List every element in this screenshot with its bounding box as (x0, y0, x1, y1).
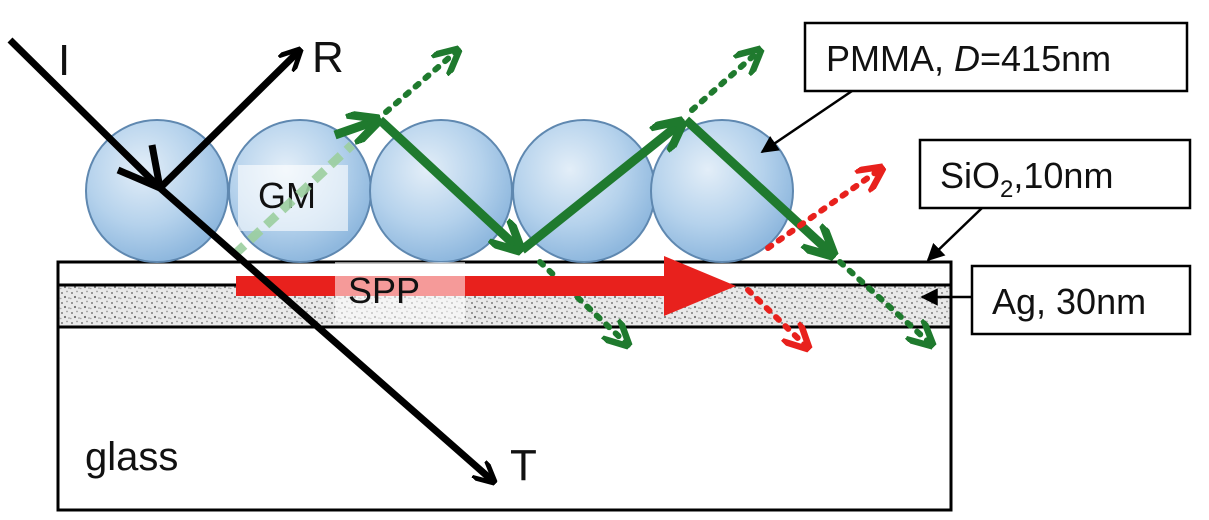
sphere (650, 119, 794, 263)
leaky-spp-arrows (745, 168, 882, 348)
glass-label: glass (85, 435, 178, 479)
ag-callout: Ag, 30nm (992, 281, 1146, 322)
transmitted-beam (157, 185, 494, 482)
spp-label-background (335, 262, 465, 322)
sio2-callout: SiO2,10nm (940, 155, 1113, 203)
leaky-guided-arrows (383, 50, 932, 345)
incident-beam (7, 37, 163, 191)
incident-arrowhead (148, 144, 164, 189)
incident-label: I (58, 36, 70, 85)
spp-label: SPP (348, 270, 420, 311)
reflected-beam (157, 50, 300, 191)
pmma-callout-box (803, 21, 1189, 93)
guided-mode-path (333, 120, 833, 255)
coupling-path (230, 141, 356, 259)
transmitted-label: T (510, 441, 537, 490)
pmma-leader (760, 89, 853, 154)
ag-callout-box (970, 264, 1192, 336)
reflected-label: R (312, 33, 344, 82)
sio2-leader (926, 207, 983, 262)
incident-arrowhead (116, 166, 162, 192)
gm-label-background (238, 165, 348, 231)
sphere (369, 119, 513, 263)
glass-substrate (56, 325, 953, 512)
pmma-callout: PMMA, D=415nm (826, 38, 1111, 79)
sio2-callout-box (918, 138, 1192, 210)
pmma-spheres (85, 119, 794, 263)
light-beams (7, 37, 494, 482)
